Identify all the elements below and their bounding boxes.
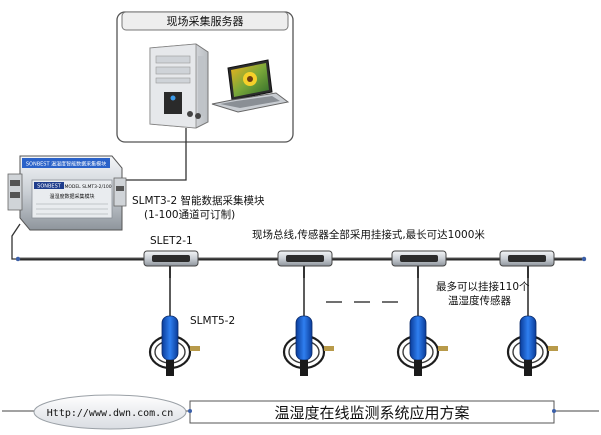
pc-tower-icon bbox=[149, 43, 209, 129]
footer-url[interactable]: Http://www.dwn.com.cn bbox=[47, 408, 173, 419]
footer: Http://www.dwn.com.cn 温湿度在线监测系统应用方案 bbox=[2, 394, 599, 430]
sensor-4 bbox=[506, 315, 558, 376]
capacity-line-1: 最多可以挂接110个 bbox=[436, 280, 530, 293]
collector-model-plate: MODEL SLMT3-2/100 bbox=[64, 184, 111, 190]
splitter-4 bbox=[499, 250, 555, 278]
sensor-2 bbox=[282, 315, 334, 376]
collector-device: SONBEST 温湿度智能数据采集模块 SONBEST MODEL SLMT3-… bbox=[7, 155, 127, 231]
collector-brand: SONBEST bbox=[37, 184, 62, 190]
splitter-3 bbox=[391, 250, 447, 278]
collector-name-plate: 温湿度数据采集模块 bbox=[49, 193, 94, 200]
footer-title: 温湿度在线监测系统应用方案 bbox=[274, 404, 469, 422]
sensor-1 bbox=[148, 315, 200, 376]
splitter-2 bbox=[277, 250, 333, 278]
sensor-label: SLMT5-2 bbox=[190, 315, 235, 327]
collector-bus-cable bbox=[11, 223, 21, 260]
server-cable bbox=[124, 128, 187, 181]
splitter-label: SLET2-1 bbox=[150, 235, 193, 247]
server-box: 现场采集服务器 bbox=[116, 11, 294, 143]
splitter-1 bbox=[143, 250, 199, 278]
capacity-line-2: 温湿度传感器 bbox=[448, 294, 511, 307]
collector-channels-label: (1-100通道可订制) bbox=[144, 208, 235, 221]
collector-top-strip: SONBEST 温湿度智能数据采集模块 bbox=[26, 161, 106, 168]
bus-description: 现场总线,传感器全部采用挂接式,最长可达1000米 bbox=[252, 228, 485, 241]
laptop-icon bbox=[211, 59, 290, 113]
server-label: 现场采集服务器 bbox=[167, 14, 244, 28]
sensor-3 bbox=[396, 315, 448, 376]
collector-model-label: SLMT3-2 智能数据采集模块 bbox=[132, 194, 265, 207]
